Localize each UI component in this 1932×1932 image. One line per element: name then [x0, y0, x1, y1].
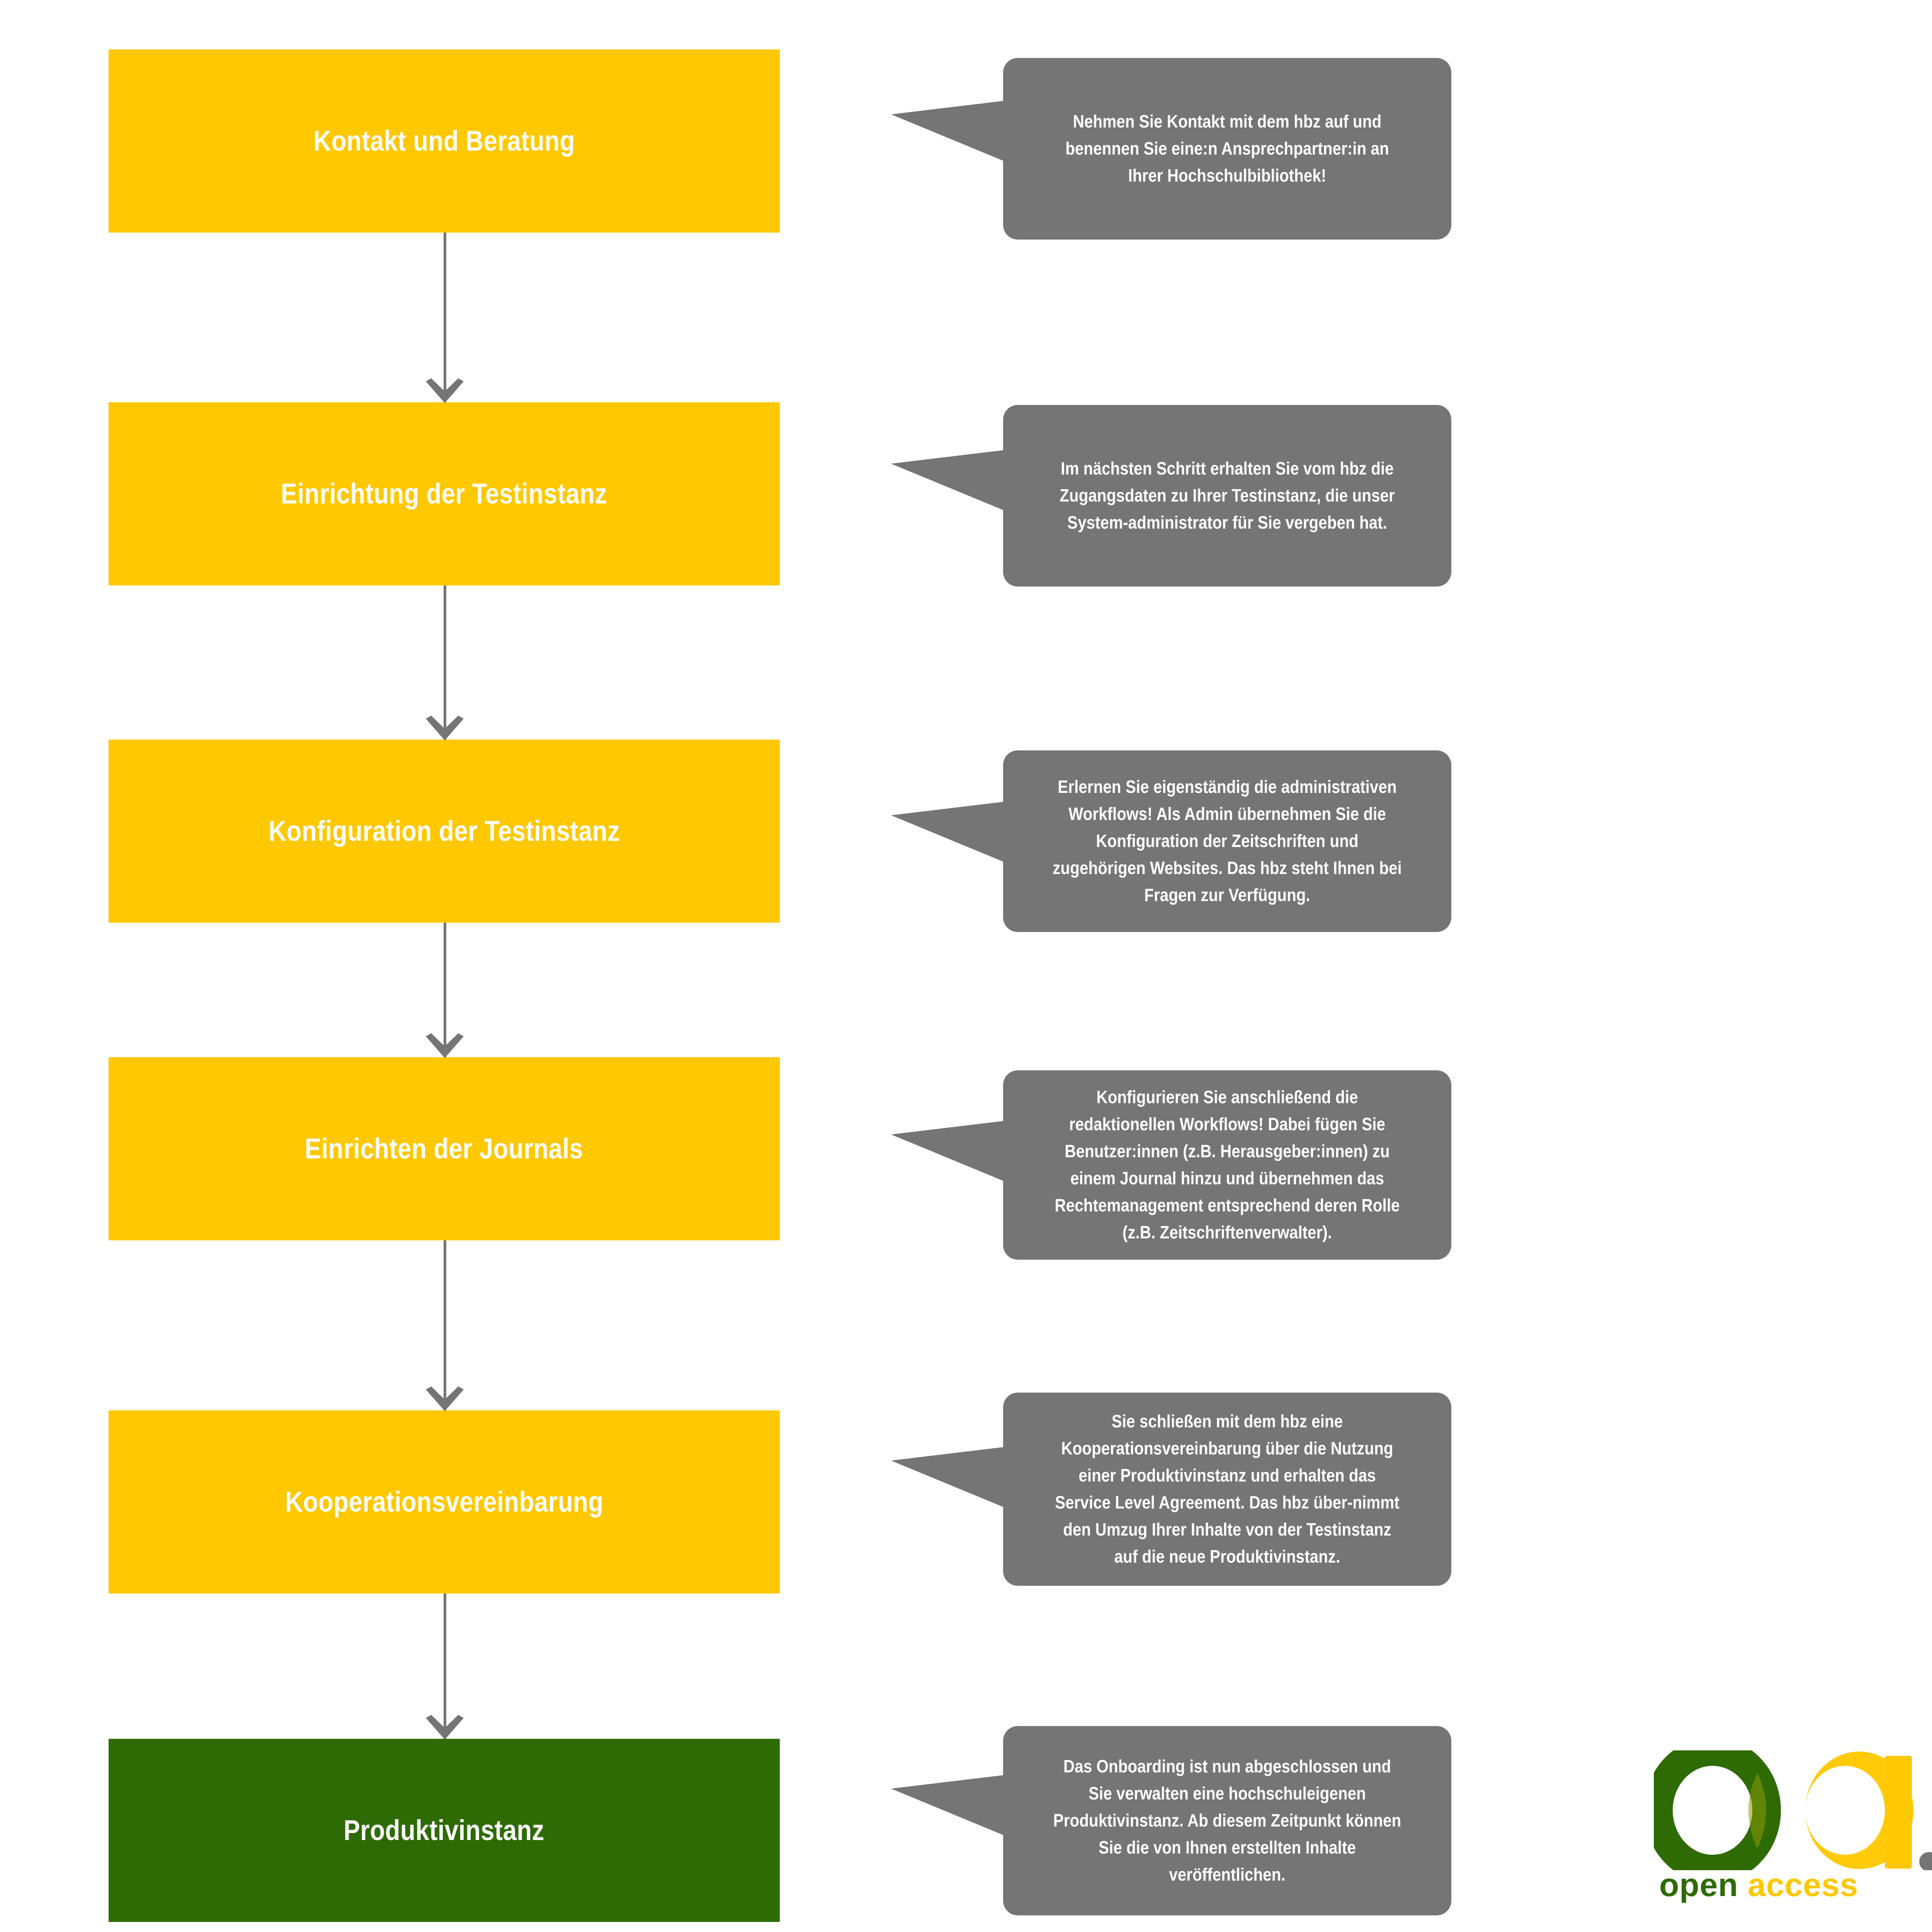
callout-bubble-1[interactable]: Nehmen Sie Kontakt mit dem hbz auf und b…: [891, 58, 1451, 240]
callout-tail-icon: [891, 1105, 1007, 1194]
arrow-head-icon: [426, 1711, 464, 1740]
flow-step-box-1[interactable]: Kontakt und Beratung: [109, 49, 780, 233]
oa-nrw-logo-subtitle: open access: [1659, 1866, 1858, 1904]
callout-tail-icon: [891, 85, 1007, 174]
arrow-head-icon: [426, 1383, 464, 1411]
callout-bubble-6[interactable]: Das Onboarding ist nun abgeschlossen und…: [891, 1726, 1451, 1915]
callout-tail-icon: [891, 434, 1007, 523]
oa-nrw-logo: nrw open access: [1654, 1750, 1932, 1920]
arrow-shaft: [444, 1594, 446, 1739]
flow-step-label-2: Einrichtung der Testinstanz: [281, 478, 607, 510]
logo-subtitle-open: open: [1659, 1867, 1738, 1903]
arrow-head-icon: [426, 1029, 464, 1058]
callout-text-1: Nehmen Sie Kontakt mit dem hbz auf und b…: [1065, 111, 1389, 185]
flow-step-label-5: Kooperationsvereinbarung: [285, 1486, 604, 1518]
callout-text-4: Konfigurieren Sie anschließend die redak…: [1054, 1087, 1400, 1242]
flow-step-box-3[interactable]: Konfiguration der Testinstanz: [109, 740, 780, 923]
flow-step-label-3: Konfiguration der Testinstanz: [268, 815, 620, 847]
flow-arrow-2-to-3: [426, 585, 464, 740]
flow-arrow-4-to-5: [426, 1240, 464, 1411]
arrow-head-icon: [426, 374, 464, 403]
callout-text-6: Das Onboarding ist nun abgeschlossen und…: [1053, 1756, 1401, 1884]
callout-text-3: Erlernen Sie eigenständig die administra…: [1053, 777, 1402, 905]
flow-step-box-2[interactable]: Einrichtung der Testinstanz: [109, 402, 780, 585]
arrow-shaft: [444, 585, 446, 740]
flow-step-label-6: Produktivinstanz: [344, 1814, 545, 1847]
flow-step-label-4: Einrichten der Journals: [305, 1133, 583, 1165]
flow-arrow-3-to-4: [426, 923, 464, 1058]
arrow-shaft: [444, 923, 446, 1057]
arrow-shaft: [444, 233, 446, 402]
callout-bubble-4[interactable]: Konfigurieren Sie anschließend die redak…: [891, 1070, 1451, 1260]
callout-tail-icon: [891, 786, 1007, 875]
logo-subtitle-access: access: [1748, 1867, 1859, 1903]
oa-nrw-logo-mark: nrw: [1654, 1750, 1932, 1870]
flow-step-label-1: Kontakt und Beratung: [313, 125, 575, 157]
callout-bubble-5[interactable]: Sie schließen mit dem hbz eine Kooperati…: [891, 1393, 1451, 1586]
arrow-head-icon: [426, 712, 464, 740]
callout-text-2: Im nächsten Schritt erhalten Sie vom hbz…: [1060, 458, 1395, 532]
flow-arrow-5-to-6: [426, 1594, 464, 1740]
arrow-shaft: [444, 1240, 446, 1410]
callout-tail-icon: [891, 1759, 1007, 1848]
callout-bubble-2[interactable]: Im nächsten Schritt erhalten Sie vom hbz…: [891, 405, 1451, 587]
flow-step-box-4[interactable]: Einrichten der Journals: [109, 1057, 780, 1240]
callout-tail-icon: [891, 1431, 1007, 1520]
flow-arrow-1-to-2: [426, 233, 464, 403]
flow-step-box-5[interactable]: Kooperationsvereinbarung: [109, 1410, 780, 1594]
flow-step-box-6[interactable]: Produktivinstanz: [109, 1739, 780, 1922]
callout-text-5: Sie schließen mit dem hbz eine Kooperati…: [1055, 1411, 1400, 1566]
callout-bubble-3[interactable]: Erlernen Sie eigenständig die administra…: [891, 750, 1451, 932]
